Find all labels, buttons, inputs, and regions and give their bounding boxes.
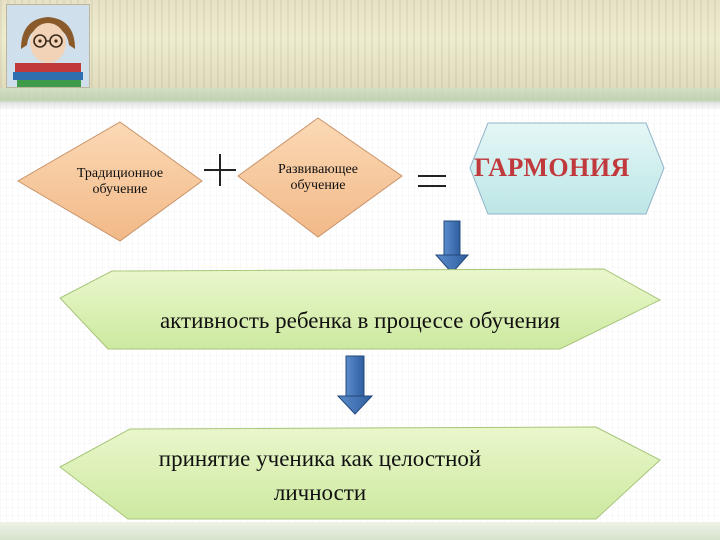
corner-photo	[6, 4, 90, 88]
activity-label: активность ребенка в процессе обучения	[159, 307, 561, 333]
arrow-down-icon	[336, 355, 374, 415]
harmony-label: ГАРМОНИЯ	[474, 153, 630, 183]
arrow-down-icon	[434, 220, 470, 274]
acceptance-label: принятие ученика как целостной личности	[158, 445, 482, 506]
footer-band	[0, 522, 720, 540]
developing-diamond	[237, 117, 403, 238]
acceptance-hexagon	[59, 426, 661, 520]
harmony-hexagon	[469, 122, 665, 215]
activity-hexagon	[59, 268, 662, 350]
header-band	[0, 88, 720, 102]
developing-label: Развивающее обучение	[278, 161, 358, 193]
header-shadow	[0, 102, 720, 110]
equals-sign	[418, 175, 446, 187]
traditional-label: Традиционное обучение	[76, 165, 164, 197]
traditional-diamond	[17, 121, 203, 242]
child-with-books-illustration	[7, 5, 89, 87]
header-banner	[0, 0, 720, 100]
plus-sign	[204, 154, 236, 186]
